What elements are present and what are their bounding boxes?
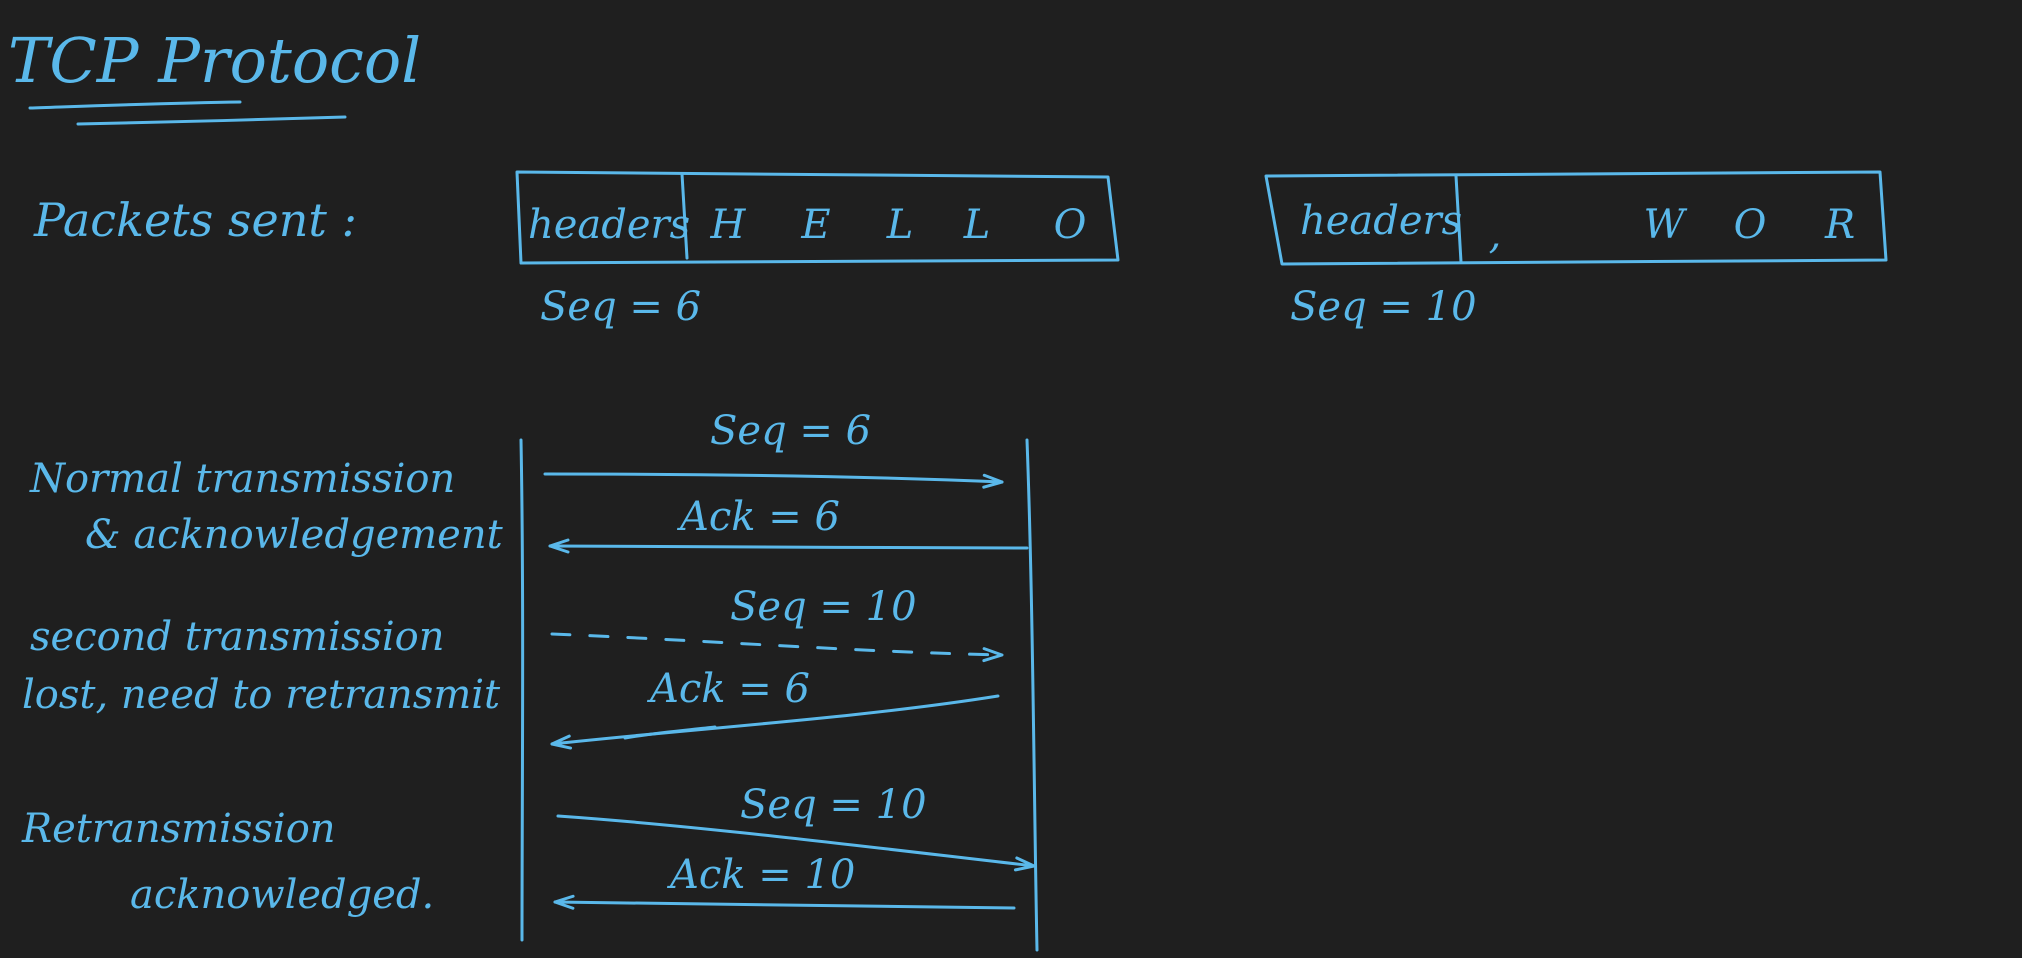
packet-2-letter-o: O (1734, 202, 1767, 248)
packet-1-header: headers (528, 202, 690, 248)
scenario-1-ack-arrow (548, 538, 1029, 554)
scenario-3-label-line-1: Retransmission (21, 806, 336, 852)
scenario-2-ack-stroke (623, 725, 717, 740)
sender-timeline (519, 438, 525, 942)
scenario-1-ack-label: Ack = 6 (676, 494, 840, 540)
packet-2: headers , W O R Seq = 10 (1264, 170, 1888, 330)
scenario-3-seq-label: Seq = 10 (740, 782, 927, 828)
packet-1-letter-e: E (800, 202, 830, 248)
packet-1-letter-o: O (1054, 202, 1087, 248)
scenario-3-seq-arrow (556, 814, 1036, 872)
packet-2-letter-w: W (1643, 202, 1687, 248)
packet-2-header: headers (1300, 198, 1462, 244)
packets-sent-label: Packets sent : (33, 193, 357, 247)
scenario-retransmit: Retransmission acknowledged. Seq = 10 Ac… (21, 782, 1036, 918)
diagram-title: TCP Protocol (8, 24, 421, 97)
packet-1: headers H E L L O Seq = 6 (515, 170, 1120, 330)
scenario-2-label-line-2: lost, need to retransmit (22, 672, 501, 718)
packet-1-divider (680, 172, 689, 260)
scenario-2-ack-label: Ack = 6 (646, 666, 810, 712)
scenario-2-seq-label: Seq = 10 (730, 584, 917, 630)
packet-1-letter-h: H (710, 202, 747, 248)
packet-2-divider (1454, 174, 1463, 264)
scenario-1-seq-label: Seq = 6 (710, 408, 871, 454)
scenario-2-ack-arrow (550, 694, 1000, 750)
scenario-lost: second transmission lost, need to retran… (22, 584, 1004, 750)
packet-1-letter-l2: L (963, 202, 991, 248)
title-underline-1 (28, 100, 242, 110)
scenario-1-label-line-1: Normal transmission (29, 456, 455, 502)
scenario-normal: Normal transmission & acknowledgement Se… (29, 408, 1029, 558)
packet-2-letter-r: R (1824, 202, 1855, 248)
packet-1-seq: Seq = 6 (540, 284, 701, 330)
packet-2-seq: Seq = 10 (1290, 284, 1477, 330)
scenario-3-label-line-2: acknowledged. (130, 872, 434, 918)
scenario-1-label-line-2: & acknowledgement (85, 512, 504, 558)
packet-2-comma: , (1489, 212, 1502, 258)
scenario-1-seq-arrow (543, 472, 1004, 489)
scenario-3-ack-arrow (553, 894, 1016, 910)
title-underline-2 (76, 115, 347, 126)
receiver-timeline (1025, 438, 1039, 952)
packet-2-box (1264, 170, 1888, 266)
packet-1-box (515, 170, 1120, 265)
packet-1-letter-l: L (886, 202, 914, 248)
scenario-3-ack-label: Ack = 10 (666, 852, 855, 898)
scenario-2-label-line-1: second transmission (30, 614, 445, 660)
scenario-2-lost-arrow (550, 632, 1004, 663)
